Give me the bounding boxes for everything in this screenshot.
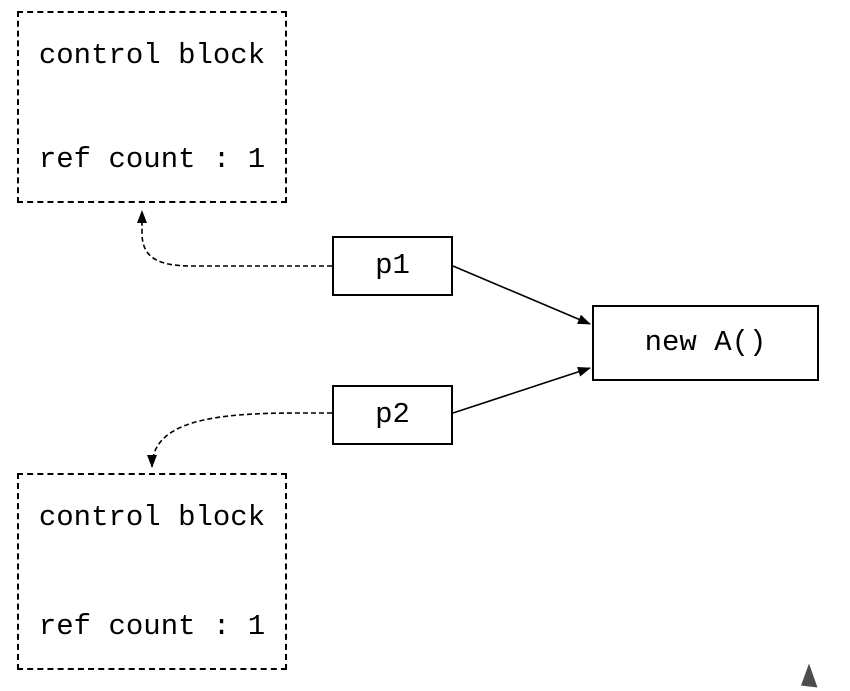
pointer-p2-label: p2 (375, 398, 410, 431)
control-block-top-refcount: ref count : 1 (38, 143, 266, 176)
edge-p1-to-object (452, 265, 591, 325)
edge-p2-to-control-block-bottom (147, 412, 332, 468)
control-block-top-node[interactable]: control block ref count : 1 (17, 11, 287, 203)
pointer-p1-node[interactable]: p1 (332, 236, 453, 296)
object-new-a-node[interactable]: new A() (592, 305, 819, 381)
control-block-top-title: control block (38, 39, 266, 72)
control-block-bottom-title: control block (38, 501, 266, 534)
edge-p1-to-control-block-top (137, 210, 332, 267)
edge-p2-to-object (452, 366, 591, 414)
mouse-cursor-icon (801, 663, 818, 688)
control-block-bottom-refcount: ref count : 1 (38, 610, 266, 643)
pointer-p2-node[interactable]: p2 (332, 385, 453, 445)
pointer-p1-label: p1 (375, 249, 410, 282)
control-block-bottom-node[interactable]: control block ref count : 1 (17, 473, 287, 670)
object-new-a-label: new A() (644, 326, 767, 359)
